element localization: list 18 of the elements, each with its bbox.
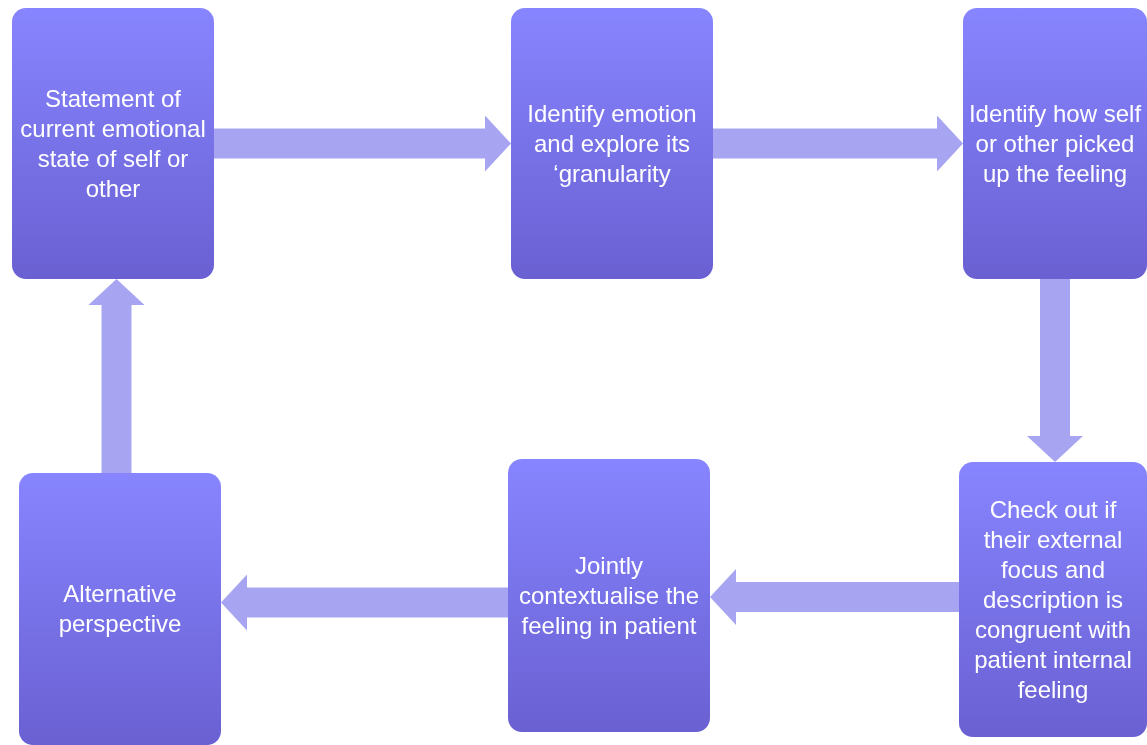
box-text: Statement of current emotional state of self or other xyxy=(19,83,207,204)
box-text: Check out if their external focus and description is congruent with patient internal feeling xyxy=(973,494,1133,705)
process-box xyxy=(19,473,221,745)
block-arrow xyxy=(710,569,959,625)
process-box xyxy=(12,8,214,279)
block-arrow xyxy=(221,574,508,631)
box-text: Identify emotion and explore its ‘granularity xyxy=(526,98,698,189)
process-box xyxy=(508,459,710,732)
box-text: Jointly contextualise the feeling in patient xyxy=(517,550,701,641)
box-text: Alternative perspective xyxy=(57,579,183,639)
process-box xyxy=(959,462,1147,737)
box-text: Identify how self or other picked up the feeling xyxy=(967,98,1143,189)
process-box xyxy=(511,8,713,279)
block-arrow xyxy=(1027,279,1083,462)
process-box xyxy=(963,8,1147,279)
block-arrow xyxy=(214,115,511,172)
block-arrow xyxy=(713,115,963,172)
block-arrow xyxy=(88,279,145,473)
